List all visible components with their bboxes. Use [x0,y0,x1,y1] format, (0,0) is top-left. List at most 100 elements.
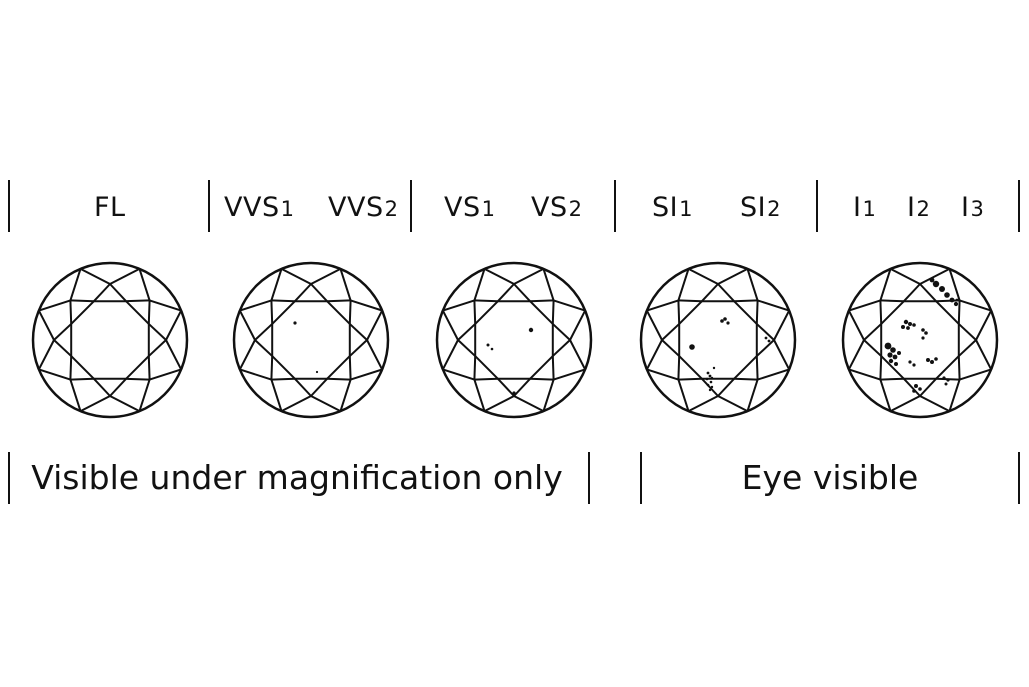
grade-sub: 1 [679,197,693,221]
inclusion-dot [486,343,490,347]
inclusion-dot [528,327,534,333]
inclusion-dot [892,354,898,360]
grade-name: I [853,192,862,223]
grade-label-i3: I3 [961,192,984,223]
inclusion-dot [906,326,910,330]
grade-label-fl: FL [94,192,127,223]
grade-name: VVS [224,192,280,223]
grade-name: FL [94,192,126,223]
grade-name: SI [740,192,767,223]
grade-name: VS [531,192,568,223]
diamond-i [841,261,999,419]
inclusion-dot [949,297,955,303]
inclusion-dot [720,319,724,323]
inclusion-dot [705,377,709,381]
inclusion-dot [955,298,959,302]
inclusion-dot [946,378,950,382]
inclusion-dot [710,385,714,389]
inclusion-dot [932,280,940,288]
grade-name: VS [444,192,481,223]
grade-label-si2: SI2 [740,192,781,223]
grade-sub: 2 [568,197,583,221]
inclusion-dot [924,331,928,335]
divider-bottom-1 [588,452,590,504]
inclusion-dot [912,363,916,367]
inclusion-dot [912,389,916,393]
inclusion-dot [293,321,297,325]
inclusion-dot [710,376,714,380]
inclusion-dot [939,286,945,292]
inclusion-dot [894,362,898,366]
grade-sub: 1 [481,197,496,221]
inclusion-dot [708,388,712,392]
inclusion-dot [929,277,935,283]
inclusion-dot [901,325,905,329]
inclusion-dot [912,323,916,327]
grade-label-i2: I2 [907,192,930,223]
divider-top-0 [8,180,10,232]
grade-name: I [961,192,970,223]
inclusion-dot [908,360,912,364]
caption-magnification: Visible under magnification only [31,458,563,497]
grade-sub: 2 [384,197,399,221]
grade-sub: 2 [767,197,781,221]
grade-label-si1: SI1 [652,192,693,223]
inclusion-dot [921,328,925,332]
grade-name: SI [652,192,679,223]
inclusion-dot [726,321,730,325]
divider-bottom-2 [640,452,642,504]
inclusion-dot [944,292,950,298]
inclusion-dot [887,352,893,358]
inclusion-dot [926,358,930,362]
inclusion-dot [689,344,695,350]
inclusion-dot [767,339,771,343]
inclusion-dot [708,374,712,378]
inclusion-dot [908,322,912,326]
inclusion-dot [944,382,948,386]
grade-sub: 2 [916,197,931,221]
grade-label-vs1: VS1 [444,192,495,223]
inclusion-dot [897,351,901,355]
diamond-fl [31,261,189,419]
grade-name: VVS [328,192,384,223]
inclusion-dot [934,357,938,361]
inclusion-dot [890,347,896,353]
inclusion-dot [764,336,768,340]
inclusion-dot [512,391,516,395]
grade-sub: 3 [970,197,985,221]
divider-top-4 [816,180,818,232]
inclusion-dot [953,301,959,307]
divider-top-2 [410,180,412,232]
inclusion-dot [914,384,918,388]
inclusion-dot [942,376,946,380]
inclusion-dot [884,342,892,350]
grade-label-i1: I1 [853,192,876,223]
inclusion-dot [712,366,716,370]
inclusion-dot [930,360,934,364]
divider-bottom-3 [1018,452,1020,504]
divider-top-1 [208,180,210,232]
divider-bottom-0 [8,452,10,504]
divider-top-5 [1018,180,1020,232]
grade-label-vvs2: VVS2 [328,192,398,223]
inclusion-dot [903,319,909,325]
inclusion-dot [888,358,894,364]
inclusion-dot [315,370,319,374]
diamond-si [639,261,797,419]
diamond-vvs [232,261,390,419]
grade-sub: 1 [280,197,295,221]
inclusion-dot [723,317,727,321]
caption-eye-visible: Eye visible [741,458,919,497]
diamond-vs [435,261,593,419]
divider-top-3 [614,180,616,232]
grade-sub: 1 [862,197,877,221]
inclusion-dot [921,336,925,340]
grade-label-vvs1: VVS1 [224,192,294,223]
inclusion-dot [918,387,922,391]
inclusion-dot [706,371,710,375]
inclusion-dot [706,383,710,387]
grade-label-vs2: VS2 [531,192,582,223]
inclusion-dot [490,347,494,351]
grade-name: I [907,192,916,223]
